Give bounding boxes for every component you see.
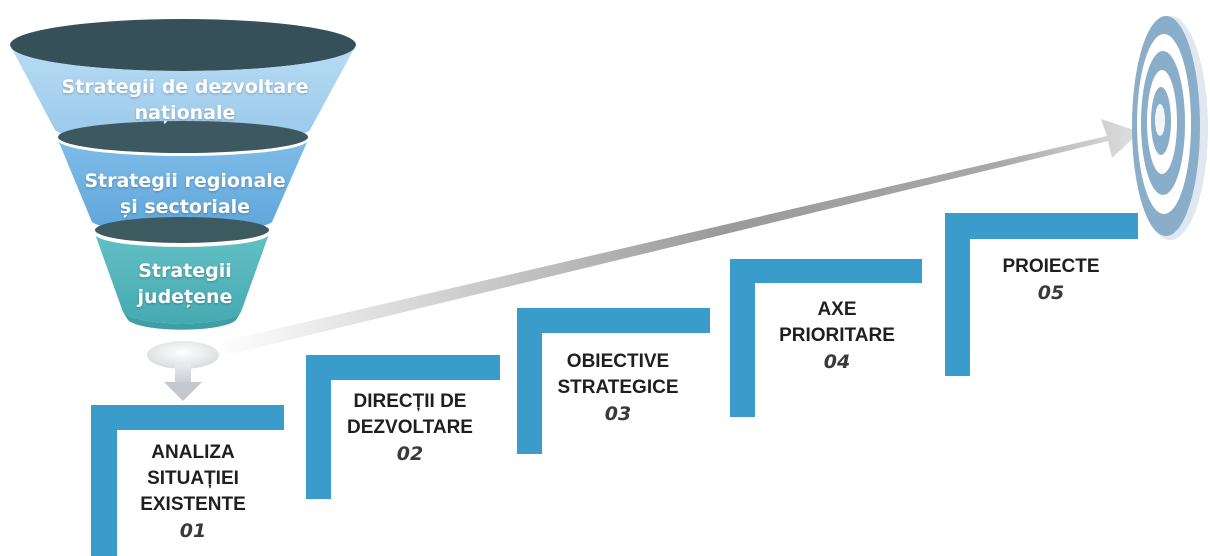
funnel-level-regional-line2: și sectoriale [119,196,251,218]
step-1-line2: SITUAȚIEI [147,468,239,489]
step-2-line2: DEZVOLTARE [347,417,473,438]
step-5-label: PROIECTE 05 [976,254,1126,306]
funnel-level-county-line2: județene [137,286,233,308]
funnel-level-county-line1: Strategii [138,260,232,282]
step-2-line1: DIRECȚII DE [353,391,467,412]
step-5-line1: PROIECTE [1002,256,1100,277]
step-4-line2: PRIORITARE [779,325,895,346]
step-1-line3: EXISTENTE [140,494,246,515]
step-3-line1: OBIECTIVE [566,351,670,372]
step-4-number: 04 [823,351,851,373]
step-bracket-2 [306,355,500,499]
funnel-level-regional-line1: Strategii regionale [84,170,286,192]
funnel-level-regional: Strategii regionale și sectoriale [60,168,310,220]
step-1-label: ANALIZA SITUAȚIEI EXISTENTE 01 [118,440,268,544]
funnel-icon [10,19,356,330]
step-2-number: 02 [396,443,424,465]
step-bracket-5 [945,213,1138,376]
step-4-line1: AXE [817,299,857,320]
funnel-level-county: Strategii județene [105,258,265,310]
target-icon [1132,16,1208,240]
step-2-label: DIRECȚII DE DEZVOLTARE 02 [335,389,485,467]
step-bracket-1 [91,405,284,556]
step-3-number: 03 [604,403,632,425]
funnel-level-national-line1: Strategii de dezvoltare [61,76,309,98]
step-bracket-3 [517,308,710,454]
step-3-line2: STRATEGICE [557,377,679,398]
step-1-number: 01 [179,520,207,542]
step-1-line1: ANALIZA [151,442,235,463]
funnel-level-national: Strategii de dezvoltare naționale [40,74,330,126]
step-3-label: OBIECTIVE STRATEGICE 03 [543,349,693,427]
step-bracket-4 [730,259,922,417]
funnel-level-national-line2: naționale [134,102,236,124]
step-5-number: 05 [1037,282,1065,304]
trend-arrow-icon [215,119,1140,357]
step-4-label: AXE PRIORITARE 04 [762,297,912,375]
down-arrow-icon [147,341,219,401]
